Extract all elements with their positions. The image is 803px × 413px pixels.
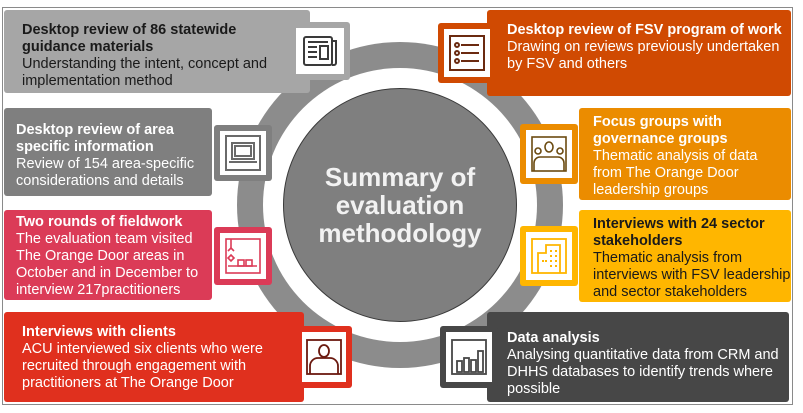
- item-data-analysis: Data analysis Analysing quantitative dat…: [487, 312, 789, 402]
- laptop-icon-tile: [214, 125, 272, 181]
- item-title: Desktop review of FSV program of work: [507, 22, 782, 38]
- group-icon-tile: [520, 124, 578, 184]
- item-description: ACU interviewed six clients who were rec…: [22, 341, 263, 391]
- list-icon-tile: [438, 23, 496, 83]
- center-circle: Summary of evaluation methodology: [283, 88, 517, 322]
- item-title: Two rounds of fieldwork: [16, 214, 183, 230]
- item-fieldwork: Two rounds of fieldwork The evaluation t…: [4, 210, 212, 300]
- item-client-interviews: Interviews with clients ACU interviewed …: [4, 312, 304, 402]
- item-description: Drawing on reviews previously undertaken…: [507, 39, 780, 72]
- item-area-specific: Desktop review of area specific informat…: [4, 108, 212, 196]
- item-focus-groups: Focus groups with governance groups Them…: [579, 108, 791, 200]
- item-title: Data analysis: [507, 330, 600, 346]
- item-title: Interviews with 24 sector stakeholders: [593, 216, 765, 249]
- bar-chart-icon: [451, 339, 487, 375]
- item-description: Review of 154 area-specific consideratio…: [16, 156, 195, 189]
- item-description: Thematic analysis from interviews with F…: [593, 250, 791, 300]
- newspaper-icon-tile: [290, 22, 350, 80]
- building-icon: [531, 238, 567, 274]
- item-description: Analysing quantitative data from CRM and…: [507, 347, 779, 397]
- item-title: Interviews with clients: [22, 324, 176, 340]
- item-title: Desktop review of 86 statewide guidance …: [22, 22, 237, 55]
- person-icon-tile: [296, 326, 352, 388]
- item-statewide-guidance: Desktop review of 86 statewide guidance …: [4, 10, 310, 93]
- item-title: Desktop review of area specific informat…: [16, 122, 174, 155]
- group-icon: [531, 136, 567, 172]
- item-description: The evaluation team visited The Orange D…: [16, 231, 199, 298]
- center-title: Summary of evaluation methodology: [318, 162, 482, 248]
- building-icon-tile: [520, 226, 578, 286]
- list-icon: [449, 35, 485, 71]
- person-icon: [306, 339, 342, 375]
- item-title: Focus groups with governance groups: [593, 114, 728, 147]
- item-description: Thematic analysis of data from The Orang…: [593, 148, 758, 198]
- laptop-icon: [225, 135, 261, 171]
- fieldwork-icon-tile: [214, 227, 272, 285]
- newspaper-icon: [303, 36, 337, 66]
- bar-chart-icon-tile: [440, 326, 498, 388]
- fieldwork-icon: [225, 238, 261, 274]
- item-sector-stakeholders: Interviews with 24 sector stakeholders T…: [579, 210, 791, 302]
- item-fsv-program: Desktop review of FSV program of work Dr…: [487, 10, 791, 96]
- item-description: Understanding the intent, concept and im…: [22, 56, 268, 89]
